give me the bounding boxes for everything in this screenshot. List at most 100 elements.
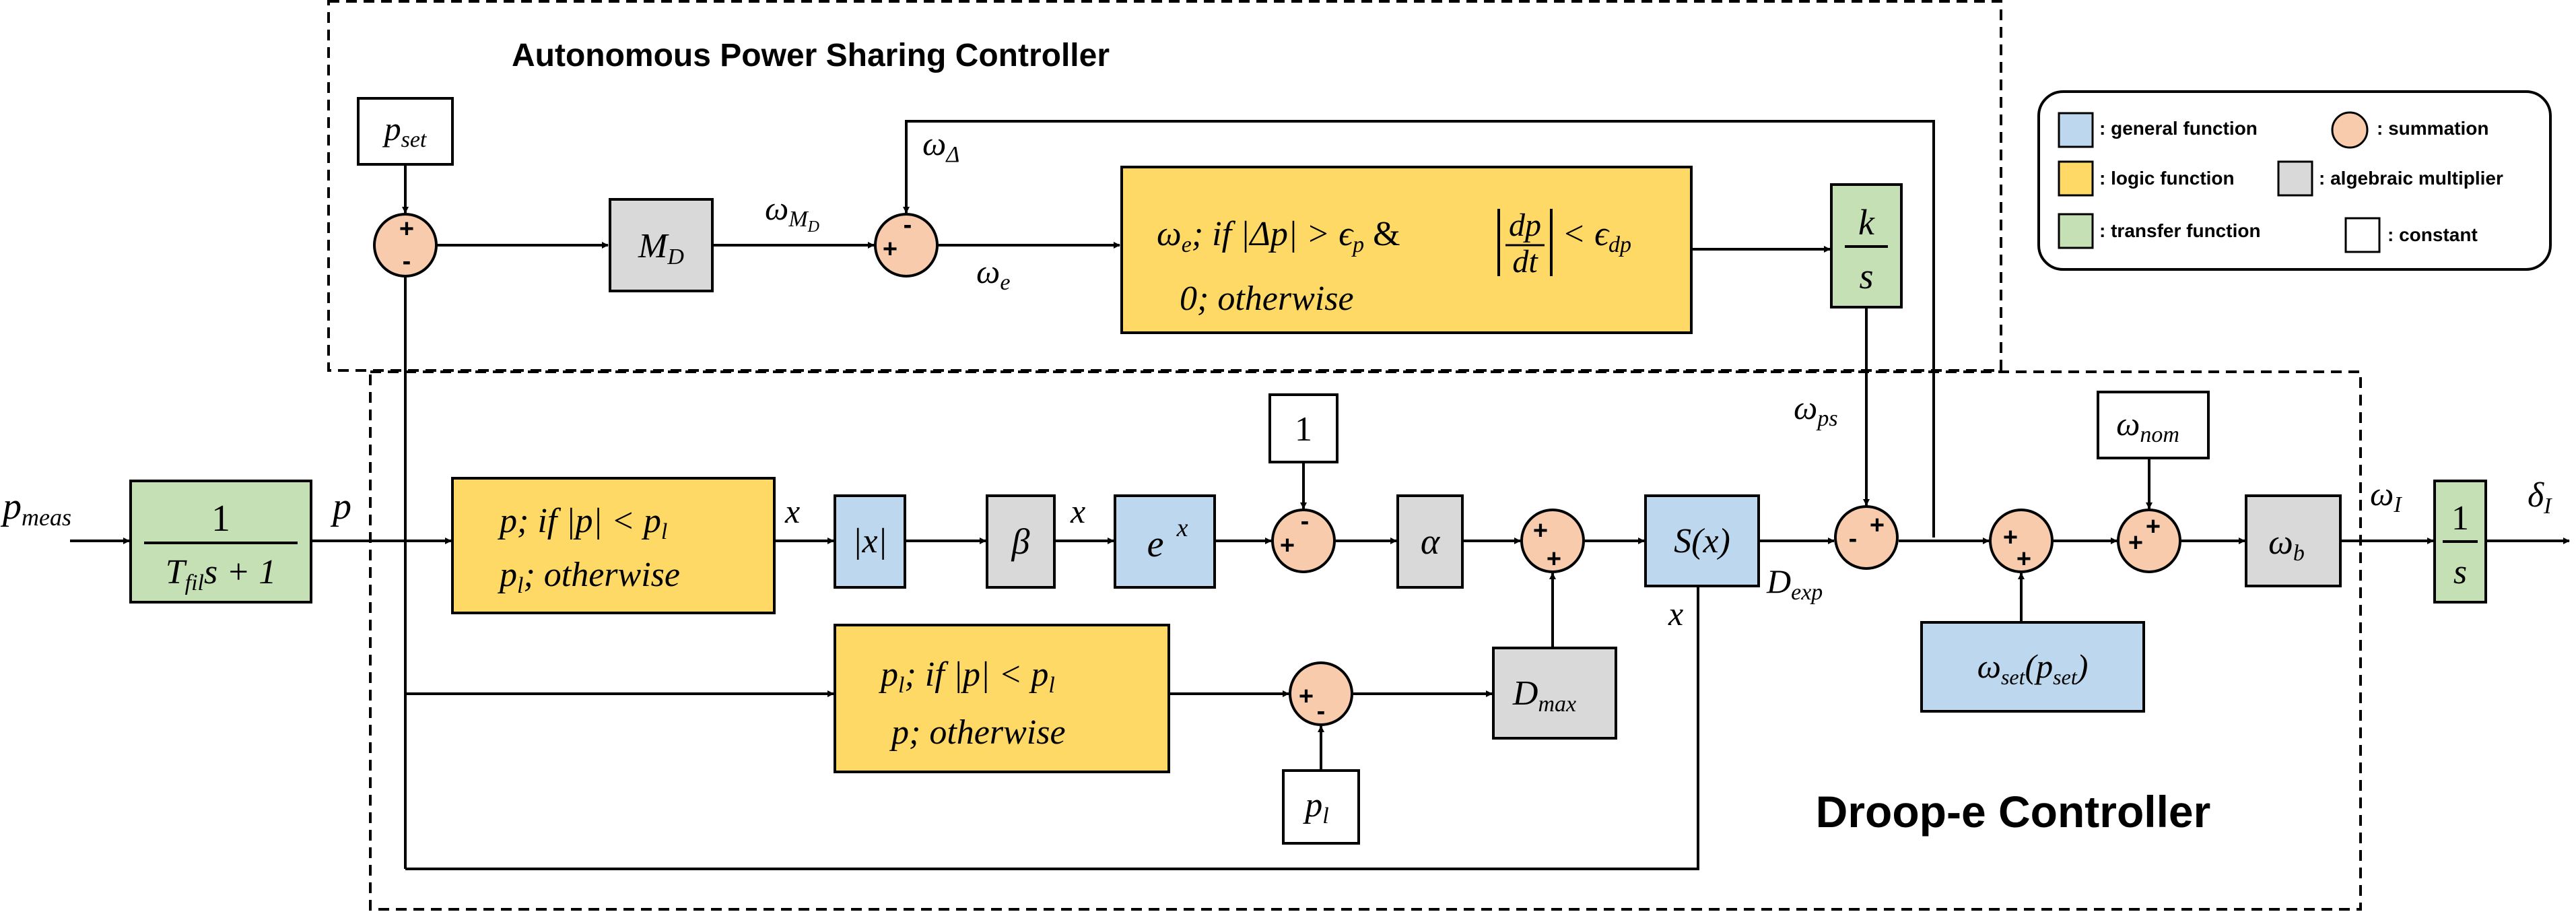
label-d-exp: Dexp <box>1766 562 1823 605</box>
svg-text:k: k <box>1858 202 1875 242</box>
svg-text:+: + <box>2016 545 2031 573</box>
constant-one: 1 <box>1268 393 1338 463</box>
limit-logic-block-1: p; if |p| < pl pl; otherwise <box>451 477 776 614</box>
svg-text:pl: pl <box>1302 786 1328 828</box>
label-x-3: x <box>1668 595 1683 632</box>
svg-text:Dmax: Dmax <box>1512 674 1576 717</box>
svg-text:|x|: |x| <box>852 522 887 560</box>
svg-text:α: α <box>1421 521 1441 562</box>
svg-text:p; if |p| < pl: p; if |p| < pl <box>497 502 667 544</box>
legend-label-general-function: : general function <box>2099 118 2258 139</box>
svg-text:-: - <box>403 247 411 275</box>
svg-text:dp: dp <box>1509 207 1541 243</box>
svg-text:s: s <box>1859 256 1873 296</box>
svg-text:+: + <box>1533 517 1548 545</box>
filter-transfer-block: 1 Tfils + 1 <box>129 480 312 604</box>
label-p-meas: pmeas <box>0 486 71 531</box>
label-omega-e: ωe <box>976 253 1010 295</box>
signal-labels: pmeas p ωΔ ωMD ωe ωps x x x Dexp ωI δI <box>0 125 2552 632</box>
omega-nom-constant: ωnom <box>2097 391 2210 459</box>
p-set-constant: pset <box>357 97 454 166</box>
pl-constant: pl <box>1282 769 1360 845</box>
omega-b-multiplier: ωb <box>2245 494 2342 587</box>
legend-label-constant: : constant <box>2387 224 2478 245</box>
svg-text:+: + <box>2003 523 2018 552</box>
label-x-1: x <box>784 492 800 530</box>
label-omega-i: ωI <box>2370 475 2402 517</box>
svg-text:+: + <box>1280 531 1295 560</box>
summation-1 <box>373 213 438 278</box>
dmax-multiplier: Dmax <box>1492 647 1617 740</box>
svg-text:-: - <box>1317 697 1326 725</box>
svg-text:< ϵdp: < ϵdp <box>1562 215 1631 257</box>
summation-nodes <box>373 213 2181 726</box>
svg-text:pl; otherwise: pl; otherwise <box>497 556 680 598</box>
legend-label-algebraic-multiplier: : algebraic multiplier <box>2319 168 2503 189</box>
svg-text:1: 1 <box>1295 410 1312 449</box>
filter-denominator: Tfils + 1 <box>166 553 277 595</box>
summation-6 <box>1834 505 1899 570</box>
legend-swatch-logic-function <box>2058 160 2094 197</box>
label-x-2: x <box>1070 492 1085 530</box>
svg-text:ωe; if |Δp| > ϵp &: ωe; if |Δp| > ϵp & <box>1157 215 1400 257</box>
summation-7 <box>1989 509 2054 573</box>
label-omega-md: ωMD <box>765 189 819 236</box>
summation-4 <box>1520 509 1585 573</box>
label-omega-ps: ωps <box>1794 389 1838 431</box>
alpha-multiplier: α <box>1396 494 1464 589</box>
svg-text:1: 1 <box>2451 499 2469 538</box>
limit-logic-block-2: pl; if |p| < pl p; otherwise <box>834 624 1170 773</box>
legend-swatch-transfer-function <box>2058 213 2094 249</box>
legend-label-transfer-function: : transfer function <box>2099 220 2261 241</box>
power-sharing-integrator: k s <box>1830 183 1903 308</box>
svg-text:+: + <box>883 235 897 263</box>
svg-text:pl; if |p| < pl: pl; if |p| < pl <box>878 655 1055 698</box>
filter-numerator: 1 <box>211 498 230 540</box>
abs-function: |x| <box>834 494 906 589</box>
svg-text:+: + <box>1870 511 1885 540</box>
legend-swatch-algebraic-multiplier <box>2277 160 2313 197</box>
legend-label-summation: : summation <box>2377 118 2488 139</box>
svg-text:-: - <box>904 211 912 239</box>
legend-swatch-general-function <box>2058 112 2094 148</box>
label-delta-i: δI <box>2528 476 2552 519</box>
svg-text:pset: pset <box>382 110 428 152</box>
autonomous-title: Autonomous Power Sharing Controller <box>512 38 1110 73</box>
svg-text:+: + <box>1547 545 1561 573</box>
final-integrator: 1 s <box>2433 480 2487 604</box>
svg-text:s: s <box>2453 553 2467 591</box>
omega-set-function: ωset(pset) <box>1920 621 2145 713</box>
svg-text:0; otherwise: 0; otherwise <box>1180 280 1354 318</box>
beta-multiplier: β <box>986 494 1056 589</box>
legend-swatch-summation <box>2331 111 2369 149</box>
svg-text:e: e <box>1147 523 1164 565</box>
summation-8 <box>2117 509 2181 573</box>
power-sharing-logic-block: ωe; if |Δp| > ϵp & dp dt < ϵdp 0; otherw… <box>1120 166 1693 334</box>
svg-text:ωset(pset): ωset(pset) <box>1977 647 2089 689</box>
svg-text:-: - <box>1849 525 1858 553</box>
svg-text:ωnom: ωnom <box>2116 405 2179 447</box>
svg-text:+: + <box>1299 682 1314 711</box>
label-p: p <box>330 486 351 527</box>
svg-text:dt: dt <box>1512 244 1538 280</box>
svg-text:+: + <box>2146 513 2161 541</box>
svg-text:ωb: ωb <box>2268 523 2305 566</box>
svg-text:-: - <box>1301 507 1310 535</box>
svg-text:S(x): S(x) <box>1674 522 1730 560</box>
summation-signs: + - - + - + + + + - - + + + + + <box>399 211 2161 725</box>
label-omega-delta: ωΔ <box>922 125 959 167</box>
summation-2 <box>874 213 939 278</box>
signal-lines <box>70 120 2570 870</box>
exp-function: e x <box>1114 494 1216 589</box>
svg-text:+: + <box>399 215 414 243</box>
svg-text:x: x <box>1176 514 1188 542</box>
svg-text:p; otherwise: p; otherwise <box>889 713 1066 752</box>
saturation-function: S(x) <box>1644 494 1760 587</box>
svg-text:β: β <box>1011 521 1030 562</box>
legend-label-logic-function: : logic function <box>2099 168 2235 189</box>
droop-controller-frame <box>369 370 2362 911</box>
legend: : general function : summation : logic f… <box>2037 90 2552 271</box>
droop-title: Droop-e Controller <box>1816 787 2211 837</box>
svg-text:MD: MD <box>638 227 684 269</box>
